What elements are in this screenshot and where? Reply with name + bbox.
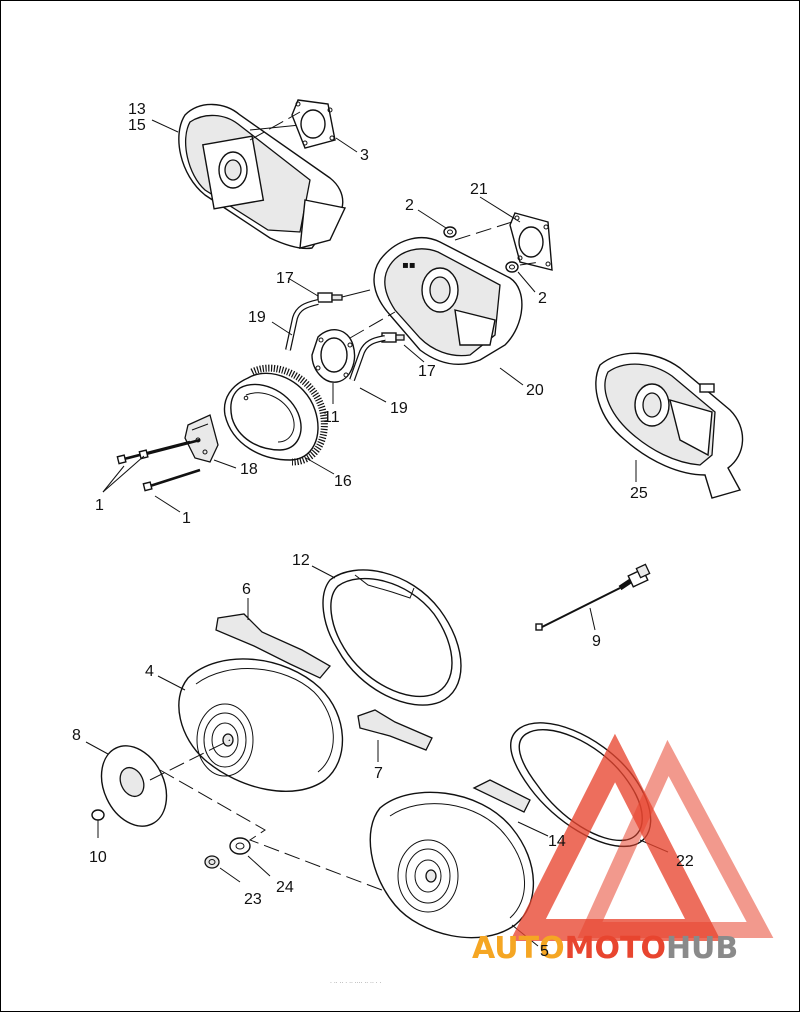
air-filter-16[interactable] (223, 364, 328, 466)
breather-hose-19-left[interactable] (285, 299, 319, 351)
bracket-18[interactable] (184, 414, 219, 463)
rod-9[interactable] (535, 563, 651, 631)
automotohub-watermark-logo: AUTOMOTOHUB (472, 733, 774, 966)
gasket-3[interactable] (291, 99, 336, 149)
leader-lines (85, 119, 669, 947)
callout-labels: 13 15 3 21 2 2 17 17 19 19 20 11 18 16 2… (72, 101, 694, 960)
watermark-moto: MOTO (565, 931, 666, 966)
washer-24[interactable] (229, 837, 251, 855)
callout-24: 24 (276, 879, 294, 896)
gasket-21[interactable] (509, 212, 553, 271)
screw-23[interactable] (204, 855, 220, 869)
trim-ring-8[interactable] (89, 735, 179, 836)
cover-5[interactable] (369, 791, 535, 939)
callout-22: 22 (676, 853, 694, 870)
callout-11: 11 (323, 409, 340, 426)
callout-17-upper: 17 (276, 270, 294, 287)
callout-6: 6 (242, 581, 251, 598)
callout-17-lower: 17 (418, 363, 436, 380)
washer-2-upper[interactable] (443, 226, 457, 238)
svg-text:▪▪: ▪▪ (402, 260, 416, 271)
washer-2-lower[interactable] (505, 261, 519, 273)
callout-19-right: 19 (390, 400, 408, 417)
callout-15: 15 (128, 117, 146, 134)
gasket-11[interactable] (311, 329, 356, 383)
foam-strip-7[interactable] (357, 709, 433, 751)
callout-1-right: 1 (182, 510, 191, 527)
callout-4: 4 (145, 663, 154, 680)
watermark-hub: HUB (666, 931, 738, 966)
callout-2-lower: 2 (538, 290, 547, 307)
callout-16: 16 (334, 473, 352, 490)
watermark-auto: AUTO (472, 931, 565, 966)
breather-hose-19-right[interactable] (349, 335, 386, 382)
callout-20: 20 (526, 382, 544, 399)
breather-bolt-17-upper[interactable] (317, 289, 371, 303)
callout-10: 10 (89, 849, 107, 866)
svg-text:AUTOMOTOHUB: AUTOMOTOHUB (472, 931, 738, 966)
backplate-13-15[interactable] (178, 103, 347, 250)
callout-21: 21 (470, 181, 488, 198)
callout-9: 9 (592, 633, 601, 650)
callout-5: 5 (540, 943, 549, 960)
footer-faint-text: · ·· ·· · ·· ···· ·· ·· · · (330, 980, 382, 987)
callout-25: 25 (630, 485, 648, 502)
seal-ring-12[interactable] (322, 569, 462, 706)
callout-8: 8 (72, 727, 81, 744)
backplate-25[interactable] (595, 352, 744, 499)
screw-10[interactable] (91, 809, 105, 838)
callout-23: 23 (244, 891, 262, 908)
screws-1[interactable] (116, 438, 201, 492)
callout-7: 7 (374, 765, 383, 782)
callout-14: 14 (548, 833, 566, 850)
callout-3: 3 (360, 147, 369, 164)
callout-12: 12 (292, 552, 310, 569)
foam-strip-6[interactable] (215, 613, 331, 679)
callout-18: 18 (240, 461, 258, 478)
backplate-20[interactable]: ▪▪ (373, 237, 523, 365)
callout-13: 13 (128, 101, 146, 118)
callout-2-upper: 2 (405, 197, 414, 214)
cover-4[interactable] (178, 658, 344, 792)
callout-1-left: 1 (95, 497, 104, 514)
callout-19-left: 19 (248, 309, 266, 326)
foam-strip-14[interactable] (472, 779, 531, 813)
